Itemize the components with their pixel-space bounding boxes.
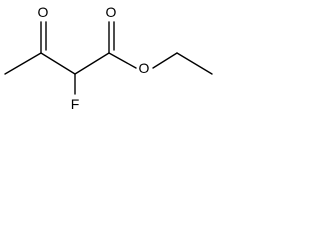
ketone-oxygen-label: O <box>38 4 49 20</box>
ester-carbonyl-oxygen-label: O <box>106 4 117 20</box>
bond-ethyl-ch2-ch3 <box>176 52 213 75</box>
bond-methyl-ketone-carbon <box>4 52 42 75</box>
structure-diagram: O O O F <box>0 0 216 118</box>
bond-ketone-carbon-alpha-carbon <box>40 52 76 75</box>
bond-ester-carbon-link-oxygen <box>108 52 137 69</box>
bond-alpha-carbon-ester-carbon <box>74 52 110 75</box>
bond-link-oxygen-ethyl-ch2 <box>152 52 178 69</box>
molecule-drawing: O O O F <box>4 4 213 112</box>
fluorine-label: F <box>71 96 80 112</box>
ester-link-oxygen-label: O <box>139 60 150 76</box>
